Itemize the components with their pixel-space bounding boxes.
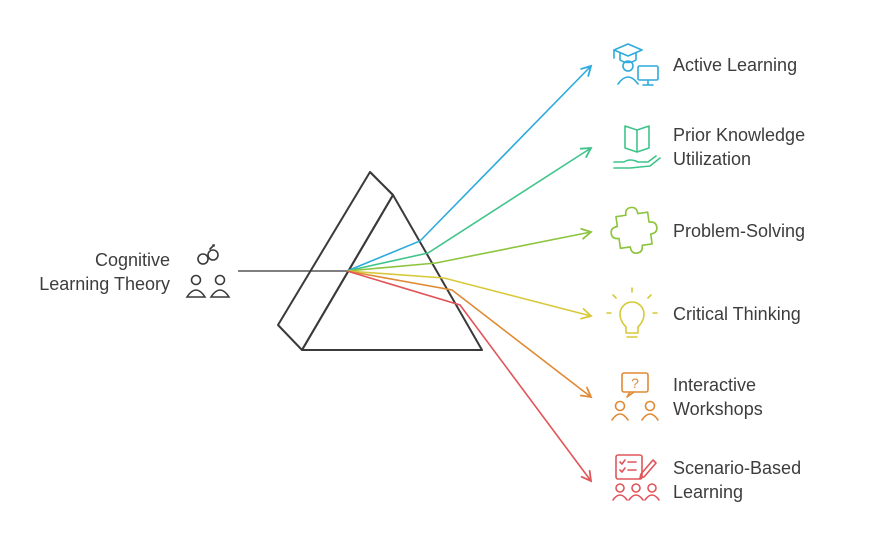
svg-text:?: ?	[631, 375, 639, 391]
output-label-line: Interactive	[673, 375, 757, 395]
output-label-line: Learning	[673, 482, 744, 502]
ray-interactive-workshops	[346, 270, 593, 399]
output-label-line: Prior Knowledge	[673, 125, 806, 145]
output-label-prior-knowledge: Prior Knowledge Utilization	[673, 123, 873, 171]
ray-critical-thinking	[346, 270, 593, 320]
output-label-line: Critical Thinking	[673, 304, 801, 324]
ray-prior-knowledge	[346, 146, 593, 272]
output-label-active-learning: Active Learning	[673, 53, 873, 77]
ray-problem-solving-arrowhead	[580, 227, 593, 240]
ray-scenario-based	[346, 270, 593, 483]
output-label-scenario-based: Scenario-Based Learning	[673, 456, 873, 504]
source-label: Cognitive Learning Theory	[10, 248, 170, 296]
people-question-icon: ?	[611, 372, 659, 421]
ray-active-learning-arrowhead	[580, 64, 593, 77]
people-connection-icon	[185, 244, 231, 298]
checklist-group-icon	[612, 454, 660, 501]
output-rays	[346, 64, 593, 483]
ray-scenario-based-arrowhead	[580, 469, 593, 483]
source-label-line-2: Learning Theory	[39, 274, 170, 294]
ray-critical-thinking-arrowhead	[580, 308, 593, 320]
lightbulb-icon	[606, 287, 658, 338]
ray-prior-knowledge-arrowhead	[579, 146, 593, 158]
output-label-line: Scenario-Based	[673, 458, 802, 478]
ray-interactive-workshops-arrowhead	[579, 386, 593, 399]
ray-active-learning	[346, 64, 593, 272]
ray-problem-solving	[346, 227, 593, 272]
hand-book-icon	[613, 125, 661, 169]
output-label-line: Problem-Solving	[673, 221, 806, 241]
graduate-computer-icon	[613, 43, 659, 86]
output-label-interactive-workshops: Interactive Workshops	[673, 373, 873, 421]
prism	[277, 171, 483, 351]
output-label-line: Utilization	[673, 149, 752, 169]
output-label-problem-solving: Problem-Solving	[673, 219, 873, 243]
output-label-critical-thinking: Critical Thinking	[673, 302, 873, 326]
output-label-line: Workshops	[673, 399, 763, 419]
source-label-line-1: Cognitive	[94, 250, 170, 270]
puzzle-icon	[610, 206, 658, 254]
output-label-line: Active Learning	[673, 55, 798, 75]
